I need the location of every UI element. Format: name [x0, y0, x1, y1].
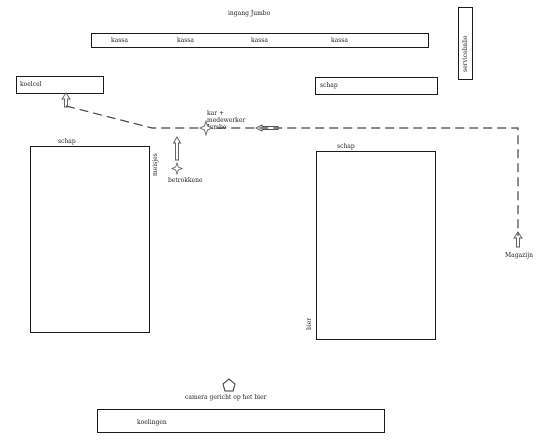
- register-label: kassa: [251, 37, 268, 44]
- shelf-right-top-label: schap: [320, 82, 338, 89]
- cooler-label: koelcel: [20, 81, 42, 88]
- warehouse-label: Magazijn: [505, 252, 533, 259]
- shelf-left-label: schap: [58, 138, 76, 145]
- camera-icon: [222, 378, 236, 392]
- register-label: kassa: [111, 37, 128, 44]
- shelf-right-top-box: [315, 77, 438, 95]
- shelf-left-box: [30, 146, 150, 333]
- refrigerators-label: koelingen: [137, 419, 167, 426]
- camera-label: camera gericht op het bier: [185, 394, 267, 401]
- arrow-up-involved: [172, 136, 182, 161]
- register-label: kassa: [177, 37, 194, 44]
- cooler-box: [16, 76, 104, 94]
- service-desk: [458, 7, 473, 80]
- shelf-right-box: [316, 151, 436, 340]
- refrigerators-box: [97, 409, 385, 433]
- employee-star-icon: [199, 119, 213, 137]
- register-label: kassa: [331, 37, 348, 44]
- involved-label: betrokkene: [168, 177, 203, 184]
- arrow-left-cart: [254, 124, 279, 132]
- arrow-up-warehouse: [513, 231, 523, 248]
- employee-label: kar + medewerker Jumbo: [207, 110, 246, 131]
- involved-star-icon: [170, 161, 184, 176]
- checkout-counter: [91, 33, 429, 48]
- arrow-up-cooler: [61, 92, 71, 108]
- shelf-right-label: schap: [337, 143, 355, 150]
- entrance-label: ingang Jumbo: [228, 10, 271, 17]
- route-dashed-line: [65, 105, 519, 236]
